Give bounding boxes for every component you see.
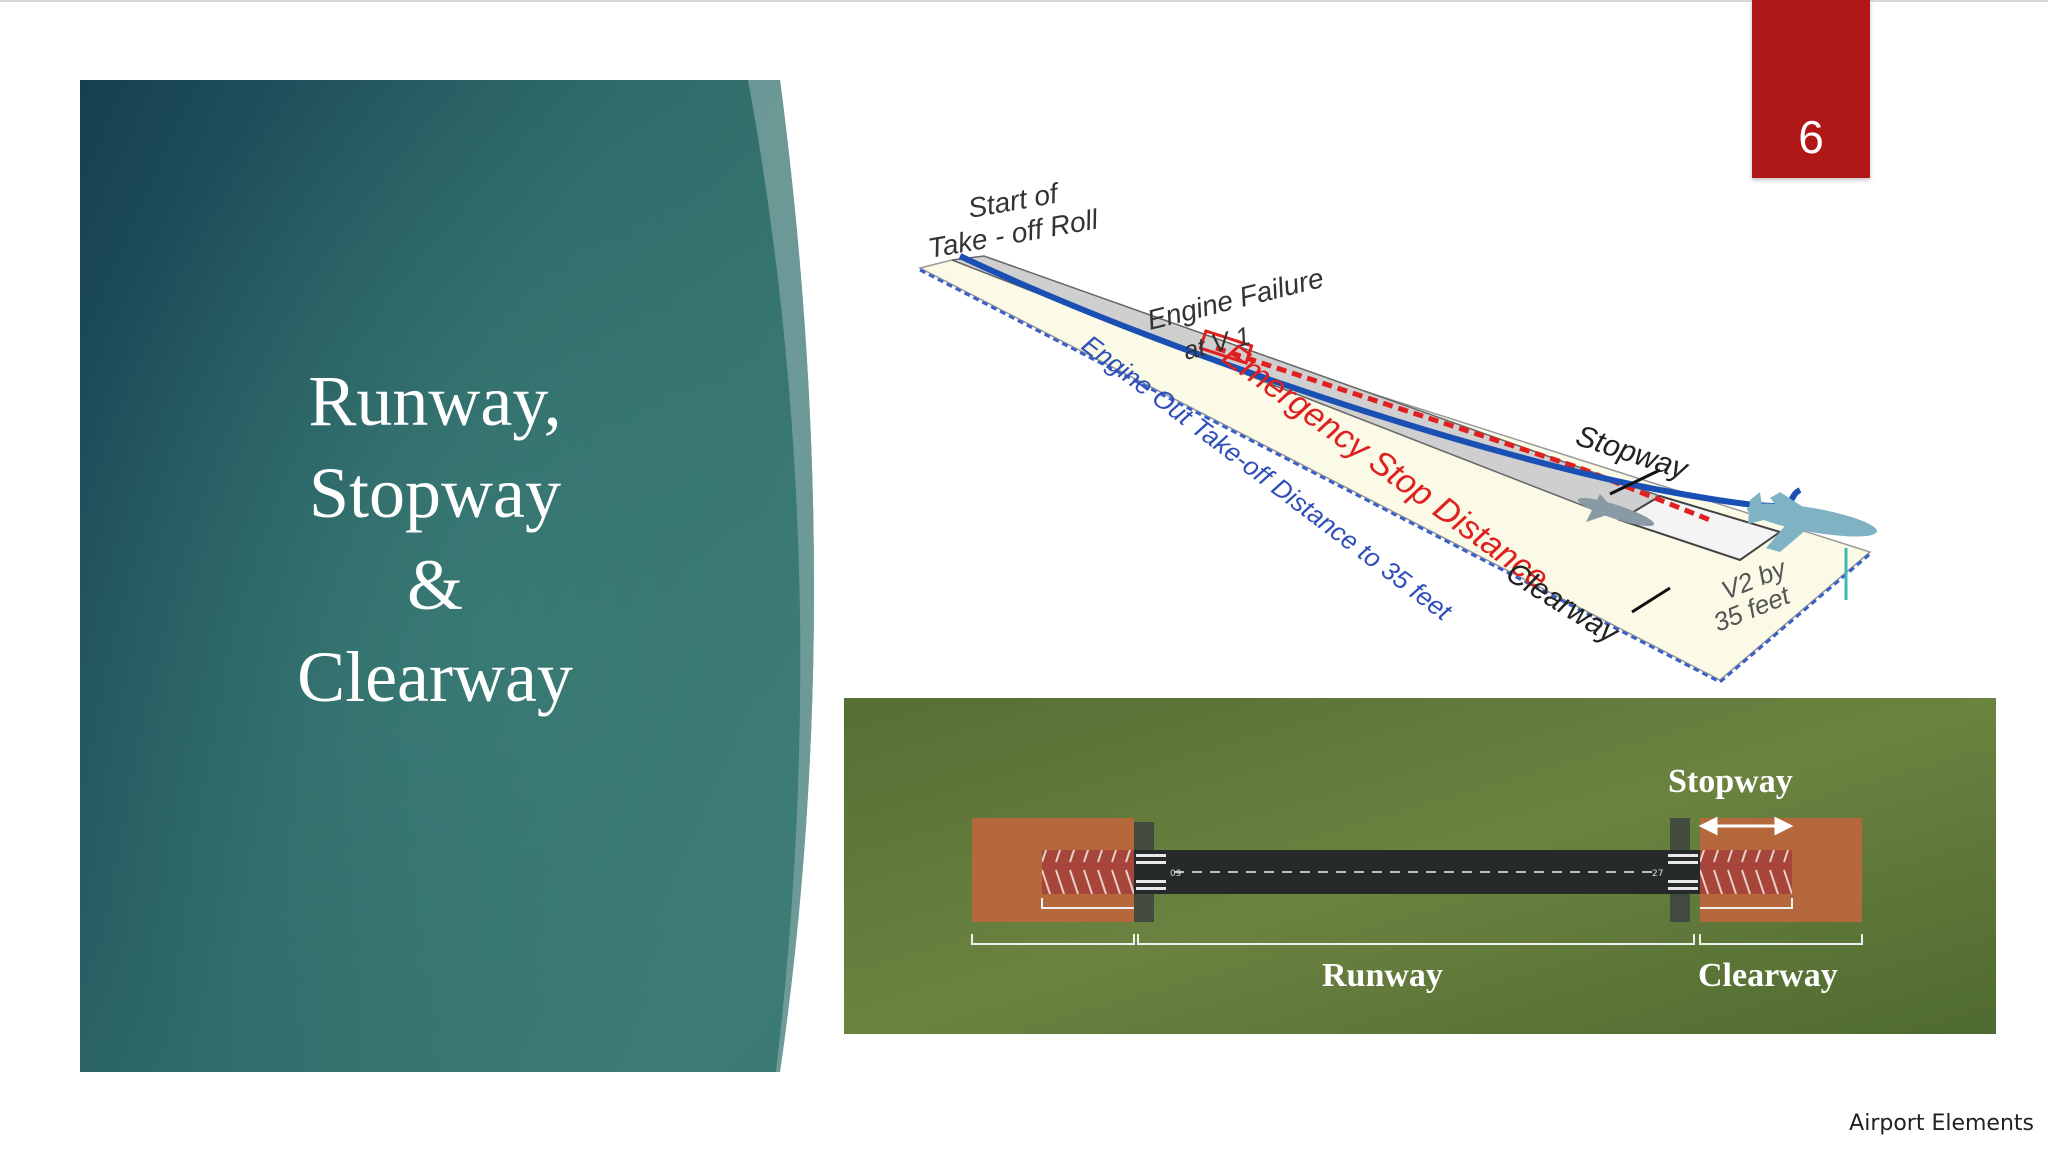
runway-number-right: 27 xyxy=(1652,869,1663,879)
left-stopway-chevrons xyxy=(1042,850,1134,894)
stopway-arrow xyxy=(1609,468,1661,496)
aerial-runway-label: Runway xyxy=(1322,957,1443,994)
title-line-4: Clearway xyxy=(297,637,573,717)
slide-number-badge: 6 xyxy=(1752,0,1870,178)
aerial-stopway-label: Stopway xyxy=(1668,763,1793,800)
aircraft-airborne-icon xyxy=(1746,492,1878,552)
top-rule xyxy=(0,0,2048,2)
clearway-area xyxy=(917,259,1872,681)
clearway-arrow xyxy=(1631,586,1671,614)
slide-number: 6 xyxy=(1798,111,1824,163)
threshold-markings xyxy=(1136,854,1698,890)
slide-title: Runway, Stopway & Clearway xyxy=(240,355,630,723)
title-line-1: Runway, xyxy=(308,361,562,441)
takeoff-diagram: Start of Take - off Roll Engine Failure … xyxy=(917,177,1878,684)
title-line-2: Stopway xyxy=(309,453,561,533)
aircraft-on-ground-icon xyxy=(1577,494,1655,527)
stopway-dimension-arrow xyxy=(1698,816,1794,836)
slide-footer: Airport Elements xyxy=(1849,1111,2034,1136)
title-line-3: & xyxy=(406,545,463,625)
right-stopway-chevrons xyxy=(1700,850,1792,894)
aerial-runway-image: 09 27 Stopway Runway Clearway xyxy=(844,698,1996,1034)
dimension-lines xyxy=(971,898,1863,945)
runway-number-left: 09 xyxy=(1170,869,1182,879)
engine-failure-marker xyxy=(1198,329,1254,365)
aerial-clearway-label: Clearway xyxy=(1698,957,1838,994)
distance-boundary xyxy=(919,268,1871,684)
